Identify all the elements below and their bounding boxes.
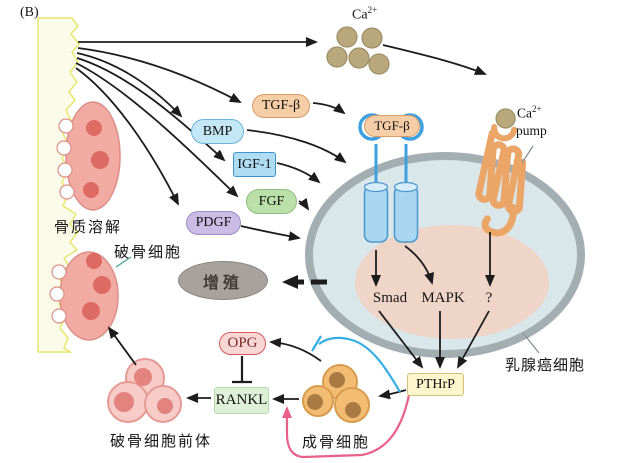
bone-lysis-label: 骨质溶解 (54, 220, 123, 236)
pointer-cancer-cell-label (522, 332, 540, 354)
cancer-cell-nucleus (355, 225, 549, 339)
osteoblast-cells (302, 364, 370, 423)
unknown-pathway-label: ? (485, 290, 493, 306)
pointer-pump-label (521, 145, 534, 164)
arrow-bone-to-igf1 (76, 57, 226, 162)
arrow-fgf-to-cell (298, 197, 310, 211)
proliferation-ellipse: 增殖 (178, 261, 268, 300)
igf1-box: IGF-1 (233, 152, 276, 177)
smad-label: Smad (372, 290, 408, 306)
bmp-pill: BMP (191, 119, 244, 144)
calcium-label-sup: 2+ (367, 5, 378, 15)
pump-label-sup: 2+ (532, 104, 542, 114)
tgfb-ligand-on-receptor: TGF-β (364, 115, 420, 137)
arrow-osteoblast-to-opg (269, 337, 322, 362)
arrow-pdgf-to-cell (240, 225, 301, 242)
calcium-pump-label-line1: Ca2+ (517, 104, 542, 122)
fgf-pill: FGF (246, 189, 297, 214)
arrow-receptor-to-mapk (404, 245, 434, 285)
calcium-label-base: Ca (352, 7, 368, 23)
osteoclast-lower (49, 251, 119, 341)
rankl-box: RANKL (214, 387, 269, 414)
calcium-ion-on-pump (495, 108, 516, 129)
tbar-opg-inhibits-rankl (232, 356, 252, 384)
arrow-tgfb-to-receptor (312, 102, 346, 115)
osteoclast-label: 破骨细胞 (114, 245, 183, 261)
osteoblast-label: 成骨细胞 (302, 435, 371, 451)
stimulation-pthrp-rankl (282, 394, 411, 459)
pthrp-box: PTHrP (407, 373, 464, 396)
arrow-pthrp-to-osteoblast (378, 389, 407, 400)
osteoclast-upper (56, 101, 121, 211)
calcium-ion-cluster (326, 26, 390, 75)
arrow-bmp-to-cell (246, 129, 347, 164)
arrow-ca-to-cell (382, 44, 487, 75)
calcium-pump (475, 108, 527, 237)
inhibition-pthrp-opg (311, 335, 401, 393)
pdgf-pill: PDGF (186, 211, 241, 235)
osteoclast-precursor-cells (107, 358, 182, 423)
osteoclast-precursor-label: 破骨细胞前体 (110, 434, 213, 450)
tgfb-receptor (358, 113, 424, 243)
figure-label: (B) (20, 5, 39, 20)
mapk-label: MAPK (421, 290, 465, 306)
pump-label-base: Ca (517, 105, 532, 121)
breast-cancer-cell-label: 乳腺癌细胞 (505, 358, 586, 374)
arrow-igf1-to-cell (276, 162, 321, 184)
pointer-osteoclast-label (115, 256, 132, 268)
calcium-ions-label: Ca2+ (352, 5, 377, 24)
arrow-bone-to-tgfb (77, 47, 242, 103)
tgfb-pill: TGF-β (252, 94, 310, 118)
arrow-smad-to-pthrp (378, 310, 424, 369)
arrow-unknown-to-pthrp (457, 310, 490, 369)
opg-pill: OPG (219, 332, 266, 355)
arrow-bone-to-fgf (75, 62, 239, 198)
arrow-bone-to-bmp (76, 52, 183, 118)
arrow-bone-to-pdgf (75, 67, 179, 206)
arrow-precursor-to-osteoclast (107, 326, 137, 366)
calcium-pump-label-line2: pump (516, 123, 547, 138)
